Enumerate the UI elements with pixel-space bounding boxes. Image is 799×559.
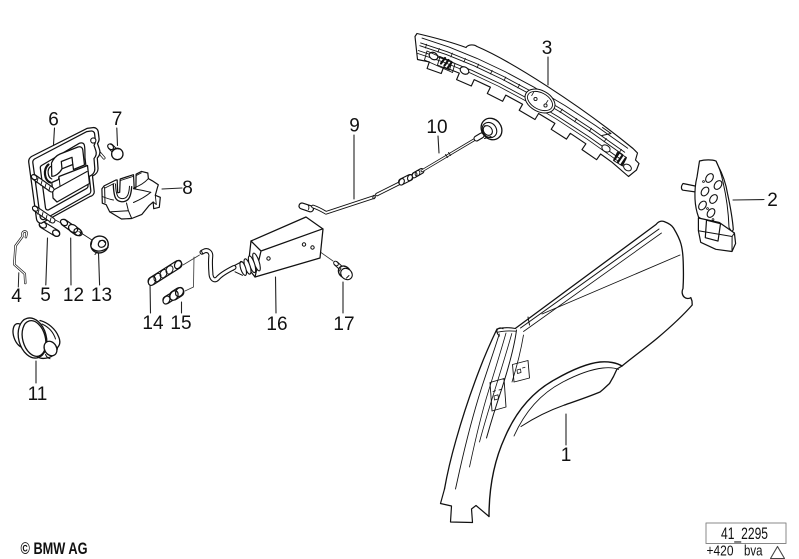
- svg-text:7: 7: [112, 109, 123, 130]
- svg-text:5: 5: [40, 285, 51, 306]
- svg-text:bva: bva: [744, 544, 763, 559]
- svg-text:15: 15: [170, 313, 191, 334]
- svg-text:4: 4: [11, 286, 22, 307]
- svg-text:2: 2: [767, 190, 778, 211]
- svg-text:12: 12: [63, 285, 84, 306]
- svg-text:16: 16: [266, 314, 287, 335]
- svg-text:11: 11: [28, 384, 48, 405]
- svg-text:+420: +420: [707, 544, 734, 559]
- svg-text:© BMW AG: © BMW AG: [21, 539, 88, 558]
- svg-text:10: 10: [426, 117, 447, 138]
- svg-text:6: 6: [48, 110, 59, 131]
- svg-text:14: 14: [142, 313, 164, 334]
- svg-text:1: 1: [561, 445, 572, 466]
- svg-text:8: 8: [182, 178, 193, 199]
- svg-text:3: 3: [542, 38, 553, 59]
- svg-text:9: 9: [349, 116, 360, 137]
- svg-text:13: 13: [91, 285, 112, 306]
- svg-text:41_2295: 41_2295: [721, 524, 768, 543]
- svg-text:17: 17: [333, 314, 354, 335]
